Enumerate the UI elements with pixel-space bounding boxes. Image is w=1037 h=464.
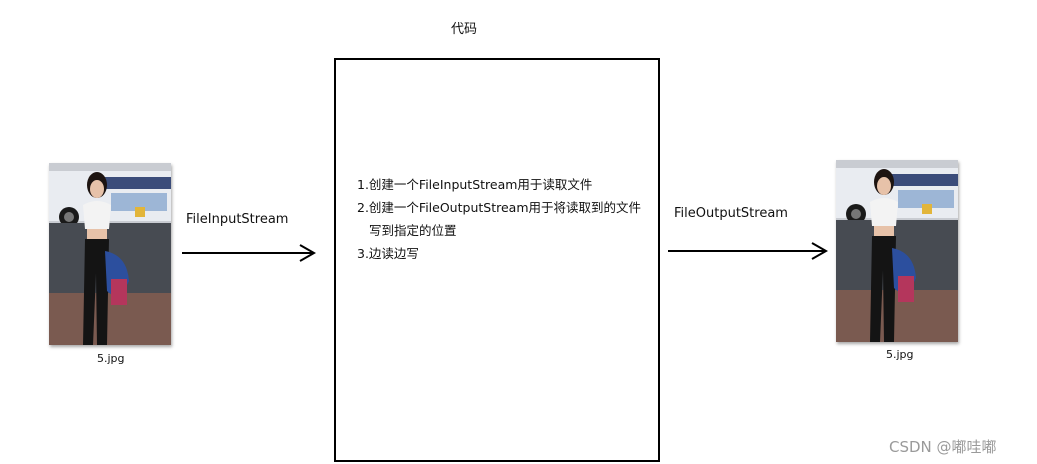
source-file-caption: 5.jpg	[97, 352, 125, 365]
step-3: 3.边读边写	[357, 242, 641, 265]
step-1: 1.创建一个FileInputStream用于读取文件	[357, 173, 641, 196]
step-2-continued: 写到指定的位置	[357, 219, 641, 242]
target-photo-thumbnail	[836, 160, 958, 342]
input-stream-label: FileInputStream	[186, 212, 288, 227]
diagram-title: 代码	[451, 18, 477, 37]
target-file-caption: 5.jpg	[886, 348, 914, 361]
output-stream-label: FileOutputStream	[674, 206, 788, 221]
step-2: 2.创建一个FileOutputStream用于将读取到的文件	[357, 196, 641, 219]
photo-illustration	[836, 160, 958, 342]
steps-list: 1.创建一个FileInputStream用于读取文件 2.创建一个FileOu…	[357, 173, 641, 265]
right-arrow-icon	[180, 242, 320, 268]
source-photo-thumbnail	[49, 163, 171, 345]
right-arrow-icon	[666, 240, 832, 266]
watermark: CSDN @嘟哇嘟	[889, 436, 997, 457]
photo-illustration	[49, 163, 171, 345]
